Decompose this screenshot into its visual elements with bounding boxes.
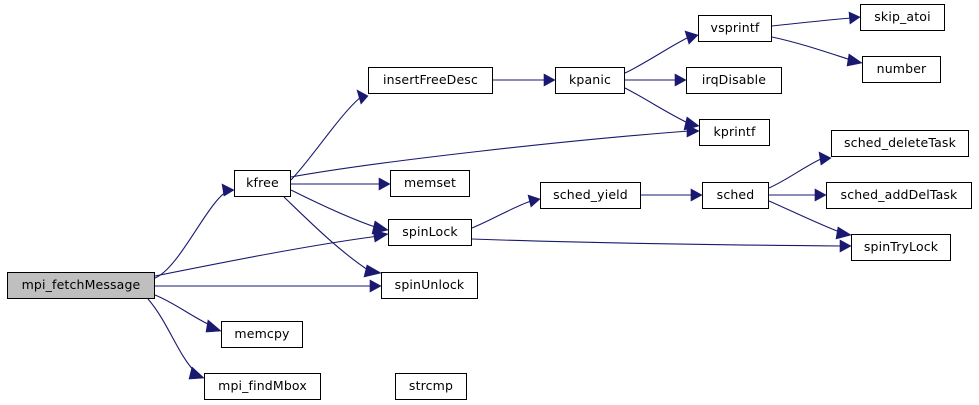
- arrowhead-icon: [527, 194, 541, 208]
- node-vsprintf[interactable]: vsprintf: [698, 15, 772, 42]
- edge-kfree-to-kprintf: [290, 130, 690, 178]
- node-spinLock[interactable]: spinLock: [388, 219, 472, 246]
- node-kpanic[interactable]: kpanic: [555, 67, 625, 94]
- node-mpi_findMbox[interactable]: mpi_findMbox: [204, 373, 321, 400]
- edge-kfree-to-spinUnlock: [283, 196, 372, 273]
- arrowhead-icon: [690, 188, 703, 202]
- node-sched_addDelTask[interactable]: sched_addDelTask: [826, 182, 972, 209]
- edge-mpi_fetchMessage-to-spinLock: [154, 235, 380, 277]
- arrowhead-icon: [205, 319, 222, 333]
- edge-vsprintf-to-number: [771, 36, 852, 61]
- edge-spinLock-to-sched_yield: [471, 200, 532, 229]
- node-spinUnlock[interactable]: spinUnlock: [381, 272, 478, 299]
- edge-kfree-to-spinLock: [290, 189, 379, 229]
- edge-spinLock-to-spinTryLock: [471, 238, 843, 247]
- arrowhead-icon: [848, 11, 861, 25]
- node-skip_atoi[interactable]: skip_atoi: [860, 4, 945, 31]
- arrowhead-icon: [683, 116, 700, 131]
- arrowhead-icon: [221, 183, 235, 197]
- node-sched_deleteTask[interactable]: sched_deleteTask: [831, 130, 969, 157]
- edge-kpanic-to-vsprintf: [624, 36, 690, 74]
- edge-mpi_fetchMessage-to-memcpy: [154, 294, 213, 327]
- arrowhead-icon: [188, 366, 205, 380]
- node-spinTryLock[interactable]: spinTryLock: [851, 234, 951, 261]
- node-number[interactable]: number: [862, 56, 941, 83]
- edge-sched-to-sched_deleteTask: [768, 157, 824, 189]
- node-sched_yield[interactable]: sched_yield: [540, 182, 641, 209]
- edge-kpanic-to-kprintf: [624, 87, 691, 125]
- node-insertFreeDesc[interactable]: insertFreeDesc: [368, 67, 493, 94]
- arrowhead-icon: [363, 264, 382, 278]
- node-strcmp[interactable]: strcmp: [395, 373, 467, 400]
- arrowhead-icon: [818, 151, 832, 166]
- node-kfree[interactable]: kfree: [234, 170, 291, 197]
- node-kprintf[interactable]: kprintf: [699, 119, 770, 146]
- arrowhead-icon: [674, 73, 687, 87]
- arrowhead-icon: [356, 89, 369, 105]
- arrowhead-icon: [684, 30, 699, 45]
- arrowhead-icon: [814, 188, 827, 202]
- node-memset[interactable]: memset: [390, 170, 470, 197]
- arrowhead-icon: [839, 239, 852, 253]
- arrowhead-icon: [543, 73, 556, 87]
- arrowhead-icon: [369, 279, 382, 293]
- arrowhead-icon: [835, 226, 852, 240]
- arrowhead-icon: [846, 53, 863, 67]
- edge-mpi_fetchMessage-to-kfree: [154, 189, 230, 279]
- arrowhead-icon: [371, 220, 389, 235]
- edge-sched-to-spinTryLock: [768, 200, 843, 234]
- edge-kfree-to-insertFreeDesc: [290, 95, 363, 181]
- node-sched[interactable]: sched: [702, 182, 769, 209]
- node-mpi_fetchMessage[interactable]: mpi_fetchMessage: [7, 272, 155, 299]
- edge-vsprintf-to-skip_atoi: [771, 17, 852, 27]
- node-memcpy[interactable]: memcpy: [221, 321, 303, 348]
- node-irqDisable[interactable]: irqDisable: [686, 67, 782, 94]
- edge-mpi_fetchMessage-to-mpi_findMbox: [147, 298, 197, 374]
- arrowhead-icon: [378, 177, 391, 191]
